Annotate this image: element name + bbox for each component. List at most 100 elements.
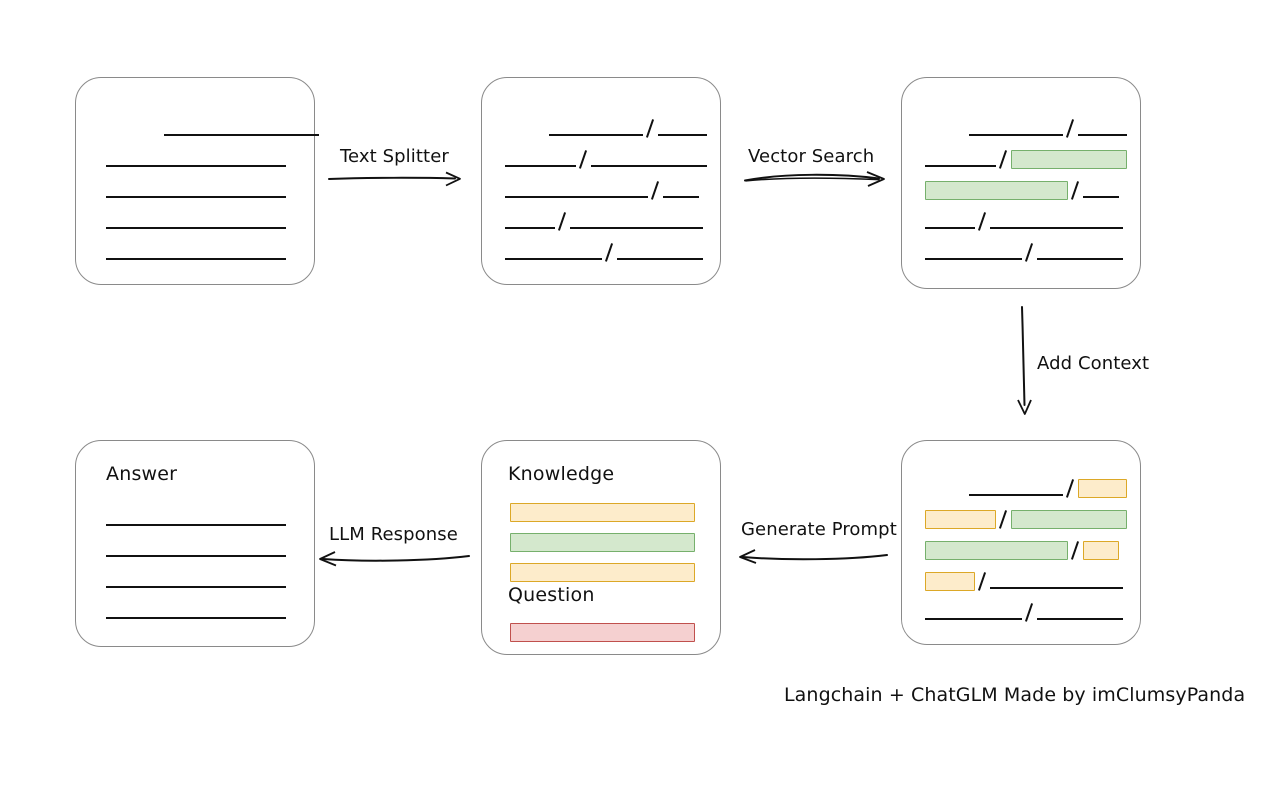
text-line <box>617 243 703 261</box>
edge-label-vector-search: Vector Search <box>748 146 875 167</box>
document-row <box>106 119 319 137</box>
document-row <box>925 243 1140 261</box>
edge-arrow-vector-search <box>744 171 885 187</box>
text-line <box>969 479 1063 497</box>
document-row <box>106 181 314 199</box>
text-line <box>106 540 286 558</box>
context-chunks-card[interactable] <box>901 440 1141 645</box>
text-line <box>969 119 1063 137</box>
text-line <box>106 150 286 168</box>
highlight-green <box>1011 509 1127 529</box>
slash-separator <box>975 212 990 230</box>
slash-separator <box>1068 181 1083 199</box>
document-row <box>106 571 314 589</box>
knowledge-bar-2 <box>510 533 695 552</box>
slash-separator <box>648 181 663 199</box>
matched-chunks-card[interactable] <box>901 77 1141 289</box>
slash-separator <box>1063 479 1078 497</box>
slash-separator <box>576 150 591 168</box>
indent-spacer <box>505 119 549 137</box>
text-line <box>1037 603 1123 621</box>
matched-chunks-rows <box>902 78 1140 288</box>
context-chunks-rows <box>902 441 1140 644</box>
document-row <box>505 212 720 230</box>
document-row <box>106 509 314 527</box>
text-line <box>505 181 648 199</box>
document-row <box>505 119 720 137</box>
edge-label-llm-response: LLM Response <box>329 524 458 545</box>
slash-separator <box>555 212 570 230</box>
document-row <box>106 150 314 168</box>
highlight-yellow <box>925 571 975 591</box>
answer-label: Answer <box>106 463 178 485</box>
knowledge-bar-3 <box>510 563 695 582</box>
document-row <box>925 603 1140 621</box>
document-row <box>925 540 1140 560</box>
knowledge-bar-1 <box>510 503 695 522</box>
highlight-yellow <box>1078 478 1127 498</box>
slash-separator <box>975 572 990 590</box>
text-line <box>1037 243 1123 261</box>
highlight-green <box>925 540 1068 560</box>
slash-separator <box>1022 603 1037 621</box>
text-line <box>925 243 1022 261</box>
question-bar-1 <box>510 623 695 642</box>
highlight-yellow <box>925 509 996 529</box>
text-line <box>925 603 1022 621</box>
knowledge-label: Knowledge <box>508 463 615 485</box>
text-line <box>1083 181 1119 199</box>
edge-label-add-context: Add Context <box>1037 353 1150 374</box>
text-line <box>990 212 1123 230</box>
document-row <box>505 181 720 199</box>
text-line <box>591 150 707 168</box>
highlight-green <box>925 180 1068 200</box>
text-line <box>925 212 975 230</box>
highlight-green <box>1011 149 1127 169</box>
edge-label-generate-prompt: Generate Prompt <box>741 519 897 540</box>
document-row <box>106 540 314 558</box>
text-line <box>663 181 699 199</box>
text-line <box>1078 119 1127 137</box>
text-line <box>658 119 707 137</box>
source-document-rows <box>76 78 319 284</box>
answer-card[interactable]: Answer <box>75 440 315 647</box>
slash-separator <box>996 510 1011 528</box>
document-row <box>925 180 1140 200</box>
text-line <box>505 243 602 261</box>
split-chunks-rows <box>482 78 720 284</box>
document-row <box>925 149 1140 169</box>
text-line <box>570 212 703 230</box>
document-row <box>925 571 1140 591</box>
text-line <box>505 212 555 230</box>
edge-arrow-text-splitter <box>328 171 461 187</box>
edge-label-text-splitter: Text Splitter <box>340 146 449 167</box>
highlight-yellow <box>1083 540 1119 560</box>
text-line <box>106 602 286 620</box>
generated-prompt-card[interactable]: Knowledge Question <box>481 440 721 655</box>
text-line <box>106 571 286 589</box>
text-line <box>106 509 286 527</box>
edge-arrow-add-context <box>1017 306 1032 415</box>
document-row <box>106 602 314 620</box>
document-row <box>106 212 314 230</box>
slash-separator <box>1022 243 1037 261</box>
document-row <box>106 243 314 261</box>
document-row <box>505 150 720 168</box>
indent-spacer <box>925 479 969 497</box>
document-row <box>925 119 1140 137</box>
text-line <box>925 150 996 168</box>
document-row <box>925 509 1140 529</box>
source-document-card[interactable] <box>75 77 319 285</box>
answer-rows <box>76 441 314 646</box>
slash-separator <box>643 119 658 137</box>
text-line <box>106 243 286 261</box>
edge-arrow-generate-prompt <box>739 549 888 564</box>
split-chunks-card[interactable] <box>481 77 721 285</box>
edge-arrow-llm-response <box>319 551 470 567</box>
slash-separator <box>1068 541 1083 559</box>
text-line <box>164 119 319 137</box>
slash-separator <box>602 243 617 261</box>
text-line <box>106 181 286 199</box>
footer-caption: Langchain + ChatGLM Made by imClumsyPand… <box>784 684 1246 706</box>
question-label: Question <box>508 584 595 606</box>
